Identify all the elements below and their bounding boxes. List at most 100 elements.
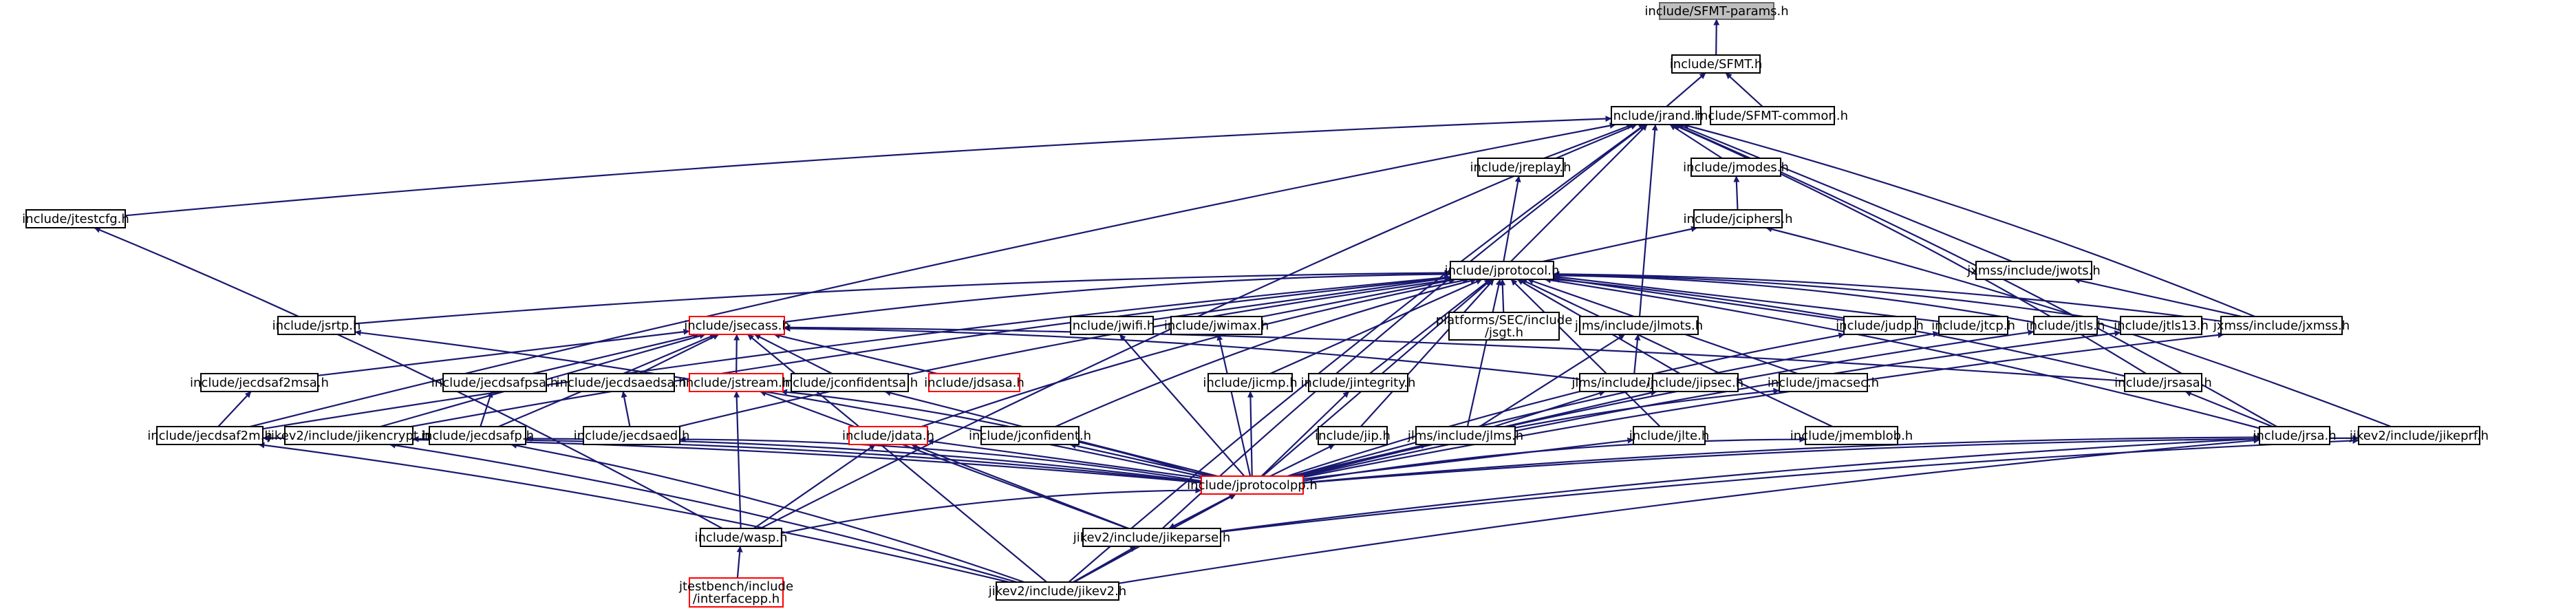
node-jsgt[interactable]: platforms/SEC/include/jsgt.h [1436,312,1573,341]
node-jdsasa[interactable]: include/jdsasa.h [924,373,1024,392]
node-jecdsaf2msa[interactable]: include/jecdsaf2msa.h [190,373,329,392]
node-jecdsaf2m[interactable]: include/jecdsaf2m.h [147,426,272,445]
node-sfmt-params[interactable]: include/SFMT-params.h [1644,2,1789,20]
node-jlmots[interactable]: jlms/include/jlmots.h [1574,316,1703,335]
node-jwimax[interactable]: include/jwimax.h [1164,316,1269,335]
node-jmodes[interactable]: include/jmodes.h [1683,158,1789,177]
node-box-jciphers[interactable] [1693,209,1783,228]
node-box-jxmss[interactable] [2220,316,2343,335]
node-box-jipsec[interactable] [1652,373,1739,392]
node-box-jtls[interactable] [2033,316,2098,335]
node-jikeparse[interactable]: jikev2/include/jikeparse.h [1073,528,1231,547]
node-box-jtestcfg[interactable] [25,209,126,228]
node-box-jsecass[interactable] [689,316,785,335]
node-box-jprotocol[interactable] [1450,261,1554,280]
node-box-jlmots[interactable] [1579,316,1699,335]
node-box-jtls13[interactable] [2120,316,2202,335]
node-box-sfmt-common[interactable] [1710,106,1835,125]
node-jdata[interactable]: include/jdata.h [842,426,934,445]
node-box-jmemblob[interactable] [1805,426,1898,445]
node-box-jmodes[interactable] [1690,158,1781,177]
node-box-jprotocolpp[interactable] [1201,475,1304,495]
node-box-jintegrity[interactable] [1308,373,1408,392]
node-jtestcfg[interactable]: include/jtestcfg.h [22,209,129,228]
node-box-sfmt-params[interactable] [1659,2,1774,20]
node-box-judp[interactable] [1843,316,1916,335]
node-box-sfmt[interactable] [1671,54,1761,74]
node-sfmt-common[interactable]: include/SFMT-common.h [1697,106,1848,125]
node-jprotocol[interactable]: include/jprotocol.h [1445,261,1560,280]
node-box-jlms[interactable] [1415,426,1516,445]
node-interfacepp[interactable]: jtestbench/include/interfacepp.h [678,577,793,608]
node-jikev2[interactable]: jikev2/include/jikev2.h [988,581,1126,601]
node-jrsa[interactable]: include/jrsa.h [2253,426,2337,445]
node-label-jtls: include/jtls.h [2026,319,2105,333]
node-box-jreplay[interactable] [1477,158,1564,177]
node-jtcp[interactable]: include/jtcp.h [1931,316,2015,335]
node-jwifi[interactable]: include/jwifi.h [1069,316,1155,335]
node-jwots[interactable]: jxmss/include/jwots.h [1966,261,2101,280]
node-box-jikev2[interactable] [996,581,1119,601]
node-jikeprf[interactable]: jikev2/include/jikeprf.h [2349,426,2489,445]
node-box-jdsasa[interactable] [928,373,1020,392]
node-jrsasa[interactable]: include/jrsasa.h [2114,373,2212,392]
node-box-jlte[interactable] [1633,426,1706,445]
node-box-jikeparse[interactable] [1082,528,1221,547]
node-box-jmacsec[interactable] [1779,373,1868,392]
node-jsrtp[interactable]: include/jsrtp.h [272,316,361,335]
node-jintegrity[interactable]: include/jintegrity.h [1301,373,1416,392]
node-wasp[interactable]: include/wasp.h [695,528,788,547]
node-jecdsaed[interactable]: include/jecdsaed.h [574,426,690,445]
node-box-jconfidentsa[interactable] [791,373,909,392]
node-box-jecdsaf2m[interactable] [156,426,264,445]
node-jmacsec[interactable]: include/jmacsec.h [1768,373,1879,392]
node-box-jtcp[interactable] [1938,316,2008,335]
node-box-jsgt[interactable] [1448,312,1560,341]
node-box-jecdsaf2msa[interactable] [200,373,319,392]
node-jxmss[interactable]: jxmss/include/jxmss.h [2213,316,2350,335]
node-jciphers[interactable]: include/jciphers.h [1684,209,1793,228]
node-jip[interactable]: include/jip.h [1315,426,1391,445]
node-jlte[interactable]: include/jlte.h [1629,426,1710,445]
node-box-jecdsaedsa[interactable] [568,373,675,392]
node-box-jwots[interactable] [1975,261,2092,280]
node-box-jsrtp[interactable] [277,316,356,335]
node-box-wasp[interactable] [700,528,782,547]
node-judp[interactable]: include/judp.h [1836,316,1924,335]
node-box-jip[interactable] [1318,426,1388,445]
node-jsecass[interactable]: include/jsecass.h [684,316,790,335]
node-box-jecdsafpsa[interactable] [442,373,547,392]
node-jconfidentsa[interactable]: include/jconfidentsa.h [782,373,918,392]
node-box-jconfident[interactable] [980,426,1080,445]
node-jreplay[interactable]: include/jreplay.h [1470,158,1571,177]
node-jconfident[interactable]: include/jconfident.h [969,426,1091,445]
node-jmemblob[interactable]: include/jmemblob.h [1790,426,1913,445]
node-jecdsafp[interactable]: include/jecdsafp.h [421,426,534,445]
node-jrand[interactable]: include/jrand.h [1610,106,1703,125]
node-box-jicmp[interactable] [1208,373,1293,392]
node-jlms[interactable]: jlms/include/jlms.h [1407,426,1523,445]
node-box-jdata[interactable] [848,426,928,445]
node-box-jikeprf[interactable] [2358,426,2480,445]
node-jprotocolpp[interactable]: include/jprotocolpp.h [1187,475,1318,495]
edge-jecdsaf2m-to-jecdsaf2msa [217,391,252,427]
node-jikencrypt[interactable]: jikev2/include/jikencrypt.h [267,426,430,445]
node-box-jwimax[interactable] [1170,316,1263,335]
node-jtls13[interactable]: include/jtls13.h [2114,316,2209,335]
node-jecdsafpsa[interactable]: include/jecdsafpsa.h [431,373,558,392]
node-jicmp[interactable]: include/jicmp.h [1203,373,1298,392]
node-box-jstream[interactable] [689,373,784,392]
node-box-interfacepp[interactable] [689,577,784,608]
node-box-jrand[interactable] [1611,106,1702,125]
node-jtls[interactable]: include/jtls.h [2026,316,2105,335]
node-box-jikencrypt[interactable] [284,426,414,445]
node-jecdsaedsa[interactable]: include/jecdsaedsa.h [556,373,687,392]
node-sfmt[interactable]: include/SFMT.h [1670,54,1763,74]
node-box-jrsasa[interactable] [2124,373,2202,392]
node-box-jwifi[interactable] [1070,316,1154,335]
node-box-jecdsafp[interactable] [429,426,526,445]
node-jstream[interactable]: include/jstream.h [683,373,791,392]
node-box-jecdsaed[interactable] [583,426,680,445]
node-jipsec[interactable]: include/jipsec.h [1647,373,1743,392]
node-box-jrsa[interactable] [2259,426,2330,445]
